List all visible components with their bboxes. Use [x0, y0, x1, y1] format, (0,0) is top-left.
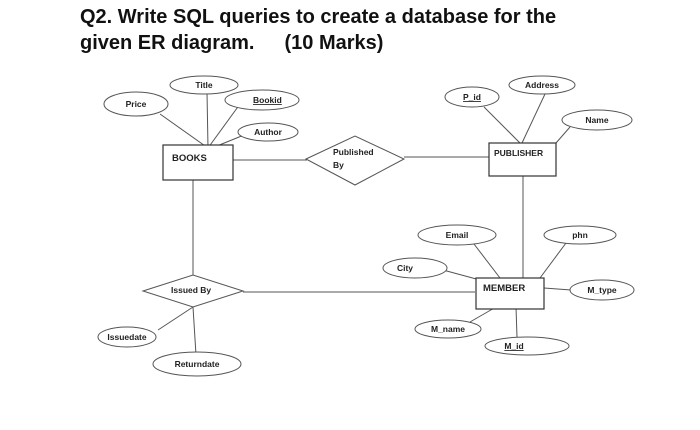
attribute-author: Author	[237, 122, 299, 142]
attribute-bookid: Bookid	[224, 89, 300, 111]
attribute-city-label: City	[397, 263, 413, 273]
line-publisher-name	[555, 126, 571, 144]
connector-lines	[157, 91, 572, 356]
attribute-phn-oval	[543, 225, 617, 245]
attribute-email-label: Email	[446, 230, 469, 240]
attribute-title: Title	[169, 75, 239, 95]
attribute-p-id-label: P_id	[463, 92, 481, 102]
attribute-price: Price	[103, 91, 169, 117]
question-text: Q2. Write SQL queries to create a databa…	[80, 4, 680, 56]
attribute-m-name: M_name	[414, 319, 482, 339]
attribute-issuedate: Issuedate	[97, 326, 157, 348]
line-books-price	[159, 113, 209, 149]
attribute-price-label: Price	[126, 99, 147, 109]
attribute-returndate: Returndate	[152, 351, 242, 377]
attribute-returndate-label: Returndate	[175, 359, 220, 369]
line-member-mid	[515, 306, 518, 338]
attribute-m-id: M_id	[484, 336, 570, 356]
attribute-m-name-label: M_name	[431, 324, 465, 334]
relationship-published-by: Published By	[304, 135, 406, 186]
attribute-address-label: Address	[525, 80, 559, 90]
entity-publisher: PUBLISHER	[488, 142, 557, 177]
attribute-p-id-oval	[444, 86, 500, 108]
attribute-m-type: M_type	[569, 279, 635, 301]
attribute-m-id-oval	[484, 336, 570, 356]
entity-member-label: MEMBER	[483, 283, 525, 294]
attribute-author-label: Author	[254, 127, 283, 137]
line-member-mtype	[543, 287, 572, 291]
question-line-1: Q2. Write SQL queries to create a databa…	[80, 6, 557, 28]
entity-member: MEMBER	[475, 277, 545, 310]
attribute-returndate-oval	[152, 351, 242, 377]
attribute-email: Email	[417, 224, 497, 246]
attribute-m-type-label: M_type	[587, 285, 617, 295]
line-books-title	[206, 91, 209, 149]
attribute-name: Name	[561, 109, 633, 131]
question-marks: (10 Marks)	[284, 32, 384, 54]
entity-member-box	[475, 277, 545, 310]
relationship-published-by-label-1: Published	[333, 147, 374, 157]
attribute-price-oval	[103, 91, 169, 117]
attribute-city: City	[382, 257, 448, 279]
attribute-m-name-oval	[414, 319, 482, 339]
line-books-bookid	[207, 103, 241, 149]
question-line-2-text: given ER diagram.	[80, 32, 255, 54]
attribute-p-id: P_id	[444, 86, 500, 108]
attribute-address-oval	[508, 75, 576, 95]
question-line-2: given ER diagram. (10 Marks)	[80, 30, 680, 56]
relationship-issued-by-label: Issued By	[171, 285, 211, 295]
attribute-bookid-oval	[224, 89, 300, 111]
line-issued-by-returndate	[192, 306, 197, 356]
attribute-bookid-label: Bookid	[253, 95, 282, 105]
attribute-name-label: Name	[585, 115, 608, 125]
entity-books-box	[162, 144, 234, 181]
attribute-city-oval	[382, 257, 448, 279]
attribute-address: Address	[508, 75, 576, 95]
attribute-author-oval	[237, 122, 299, 142]
attribute-title-oval	[169, 75, 239, 95]
entity-publisher-label: PUBLISHER	[494, 148, 543, 158]
attribute-m-id-label: M_id	[504, 341, 523, 351]
attribute-email-oval	[417, 224, 497, 246]
line-member-phn	[539, 242, 567, 279]
relationship-published-by-shape	[304, 135, 406, 186]
entity-publisher-box	[488, 142, 557, 177]
entity-books-label: BOOKS	[172, 153, 207, 164]
attribute-phn-label: phn	[572, 230, 588, 240]
entity-books: BOOKS	[162, 144, 234, 181]
attribute-issuedate-label: Issuedate	[107, 332, 146, 342]
line-member-email	[473, 243, 501, 279]
line-publisher-pid	[483, 106, 521, 144]
attribute-m-type-oval	[569, 279, 635, 301]
attribute-name-oval	[561, 109, 633, 131]
attribute-phn: phn	[543, 225, 617, 245]
relationship-published-by-label-2: By	[333, 160, 344, 170]
line-issued-by-issuedate	[157, 306, 194, 331]
attribute-title-label: Title	[195, 80, 213, 90]
attribute-issuedate-oval	[97, 326, 157, 348]
line-member-city	[442, 269, 481, 281]
relationship-issued-by: Issued By	[141, 274, 245, 308]
line-publisher-address	[521, 93, 546, 144]
relationship-issued-by-shape	[141, 274, 245, 308]
